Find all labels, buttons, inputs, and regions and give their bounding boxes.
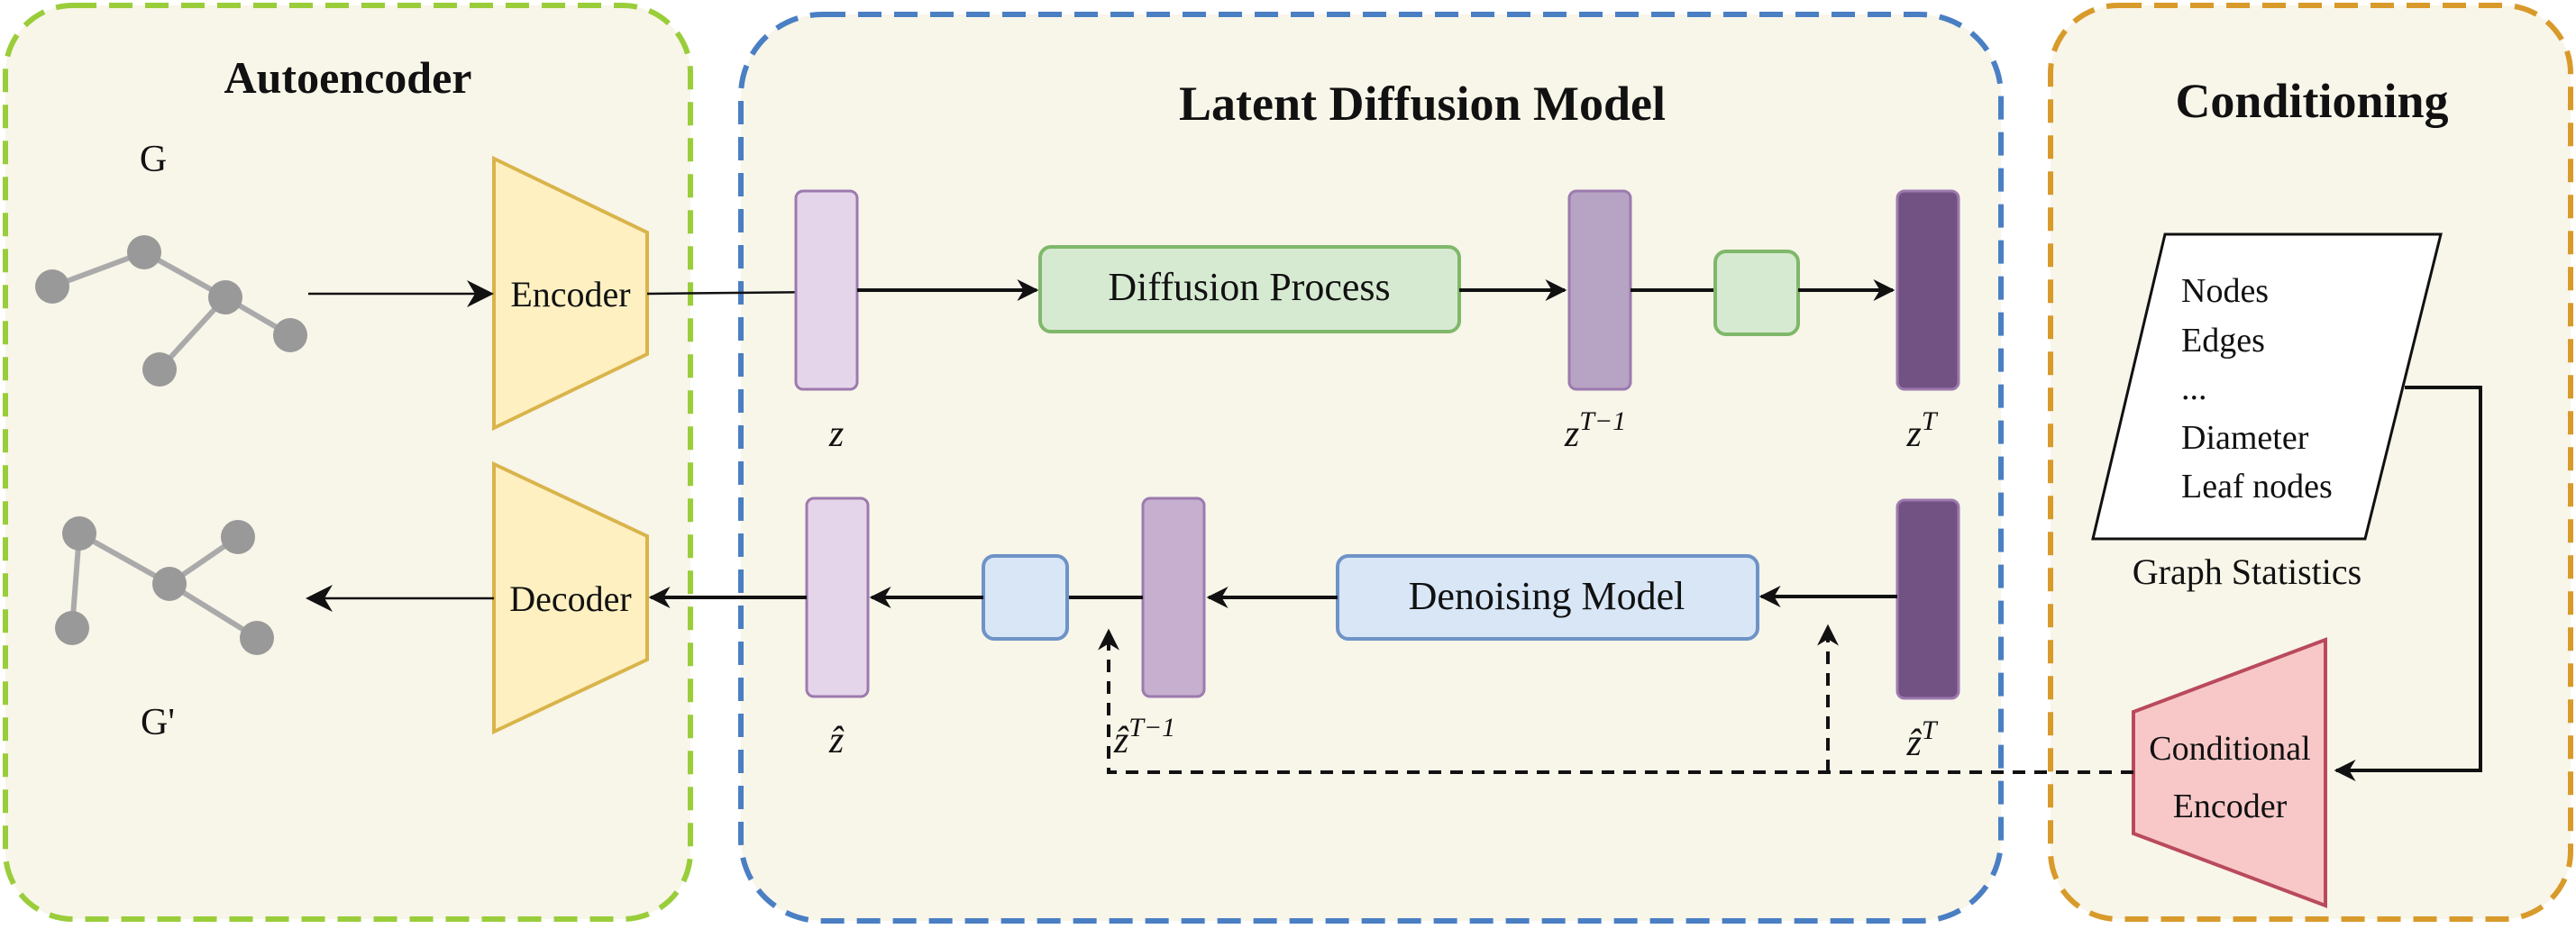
graph-node	[208, 280, 242, 314]
latent-z-hat-t-minus-1-label: ẑT−1	[1113, 713, 1175, 761]
autoencoder-panel	[3, 3, 693, 922]
graph-edge	[78, 531, 171, 587]
graph-statistics-caption: Graph Statistics	[2133, 551, 2361, 592]
input-graph	[35, 235, 307, 387]
encoder-label: Encoder	[510, 274, 630, 314]
graph-node	[221, 520, 255, 554]
latent-z-t	[1895, 189, 1960, 391]
latent-z-t-label: zT	[1905, 406, 1938, 455]
graph-node	[35, 269, 69, 304]
latent-z-hat	[805, 496, 870, 698]
latent-diffusion-title: Latent Diffusion Model	[1179, 77, 1666, 131]
diffusion-step-block	[1713, 250, 1800, 336]
conditioning-title: Conditioning	[2175, 74, 2448, 128]
decoder-block	[492, 460, 649, 735]
graph-node	[62, 516, 96, 551]
stats-to-encoder-connector	[2334, 386, 2482, 781]
output-graph-label: G'	[141, 702, 175, 743]
latent-z-hat-t-minus-1	[1141, 496, 1206, 698]
graph-node	[142, 352, 177, 387]
stats-item: Edges	[2181, 322, 2265, 360]
stats-item: Leaf nodes	[2181, 468, 2333, 505]
latent-z	[794, 189, 859, 391]
autoencoder-title: Autoencoder	[224, 52, 472, 103]
conditioning-dashed-path	[1098, 628, 2133, 774]
latent-z-t-minus-1	[1567, 189, 1632, 391]
latent-z-hat-t-label: ẑT	[1905, 715, 1938, 764]
latent-z-hat-label: ẑ	[828, 720, 845, 761]
stats-item: Nodes	[2181, 272, 2269, 310]
encoder-block	[492, 155, 649, 432]
graph-node	[152, 567, 187, 601]
input-graph-label: G	[140, 139, 167, 180]
decoder-label: Decoder	[509, 578, 631, 619]
graph-node	[273, 318, 307, 352]
latent-diffusion-panel	[738, 12, 2004, 924]
stats-item: ...	[2181, 369, 2207, 407]
denoising-model-label: Denoising Model	[1409, 574, 1685, 618]
conditional-encoder-label-line1: Conditional	[2149, 730, 2310, 768]
graph-edge	[168, 581, 259, 641]
latent-z-hat-t	[1895, 498, 1960, 700]
graph-statistics-box	[2091, 232, 2443, 541]
output-graph	[55, 516, 274, 655]
stats-item: Diameter	[2181, 419, 2309, 457]
latent-z-label: z	[828, 414, 844, 455]
latent-z-t-minus-1-label: zT−1	[1564, 406, 1626, 455]
conditional-encoder-label-line2: Encoder	[2173, 788, 2288, 825]
conditional-encoder-block	[2132, 637, 2327, 908]
graph-node	[240, 621, 274, 655]
denoising-step-block	[982, 554, 1069, 641]
graph-node	[127, 235, 161, 269]
diffusion-process-label: Diffusion Process	[1108, 265, 1390, 309]
graph-node	[55, 611, 89, 645]
